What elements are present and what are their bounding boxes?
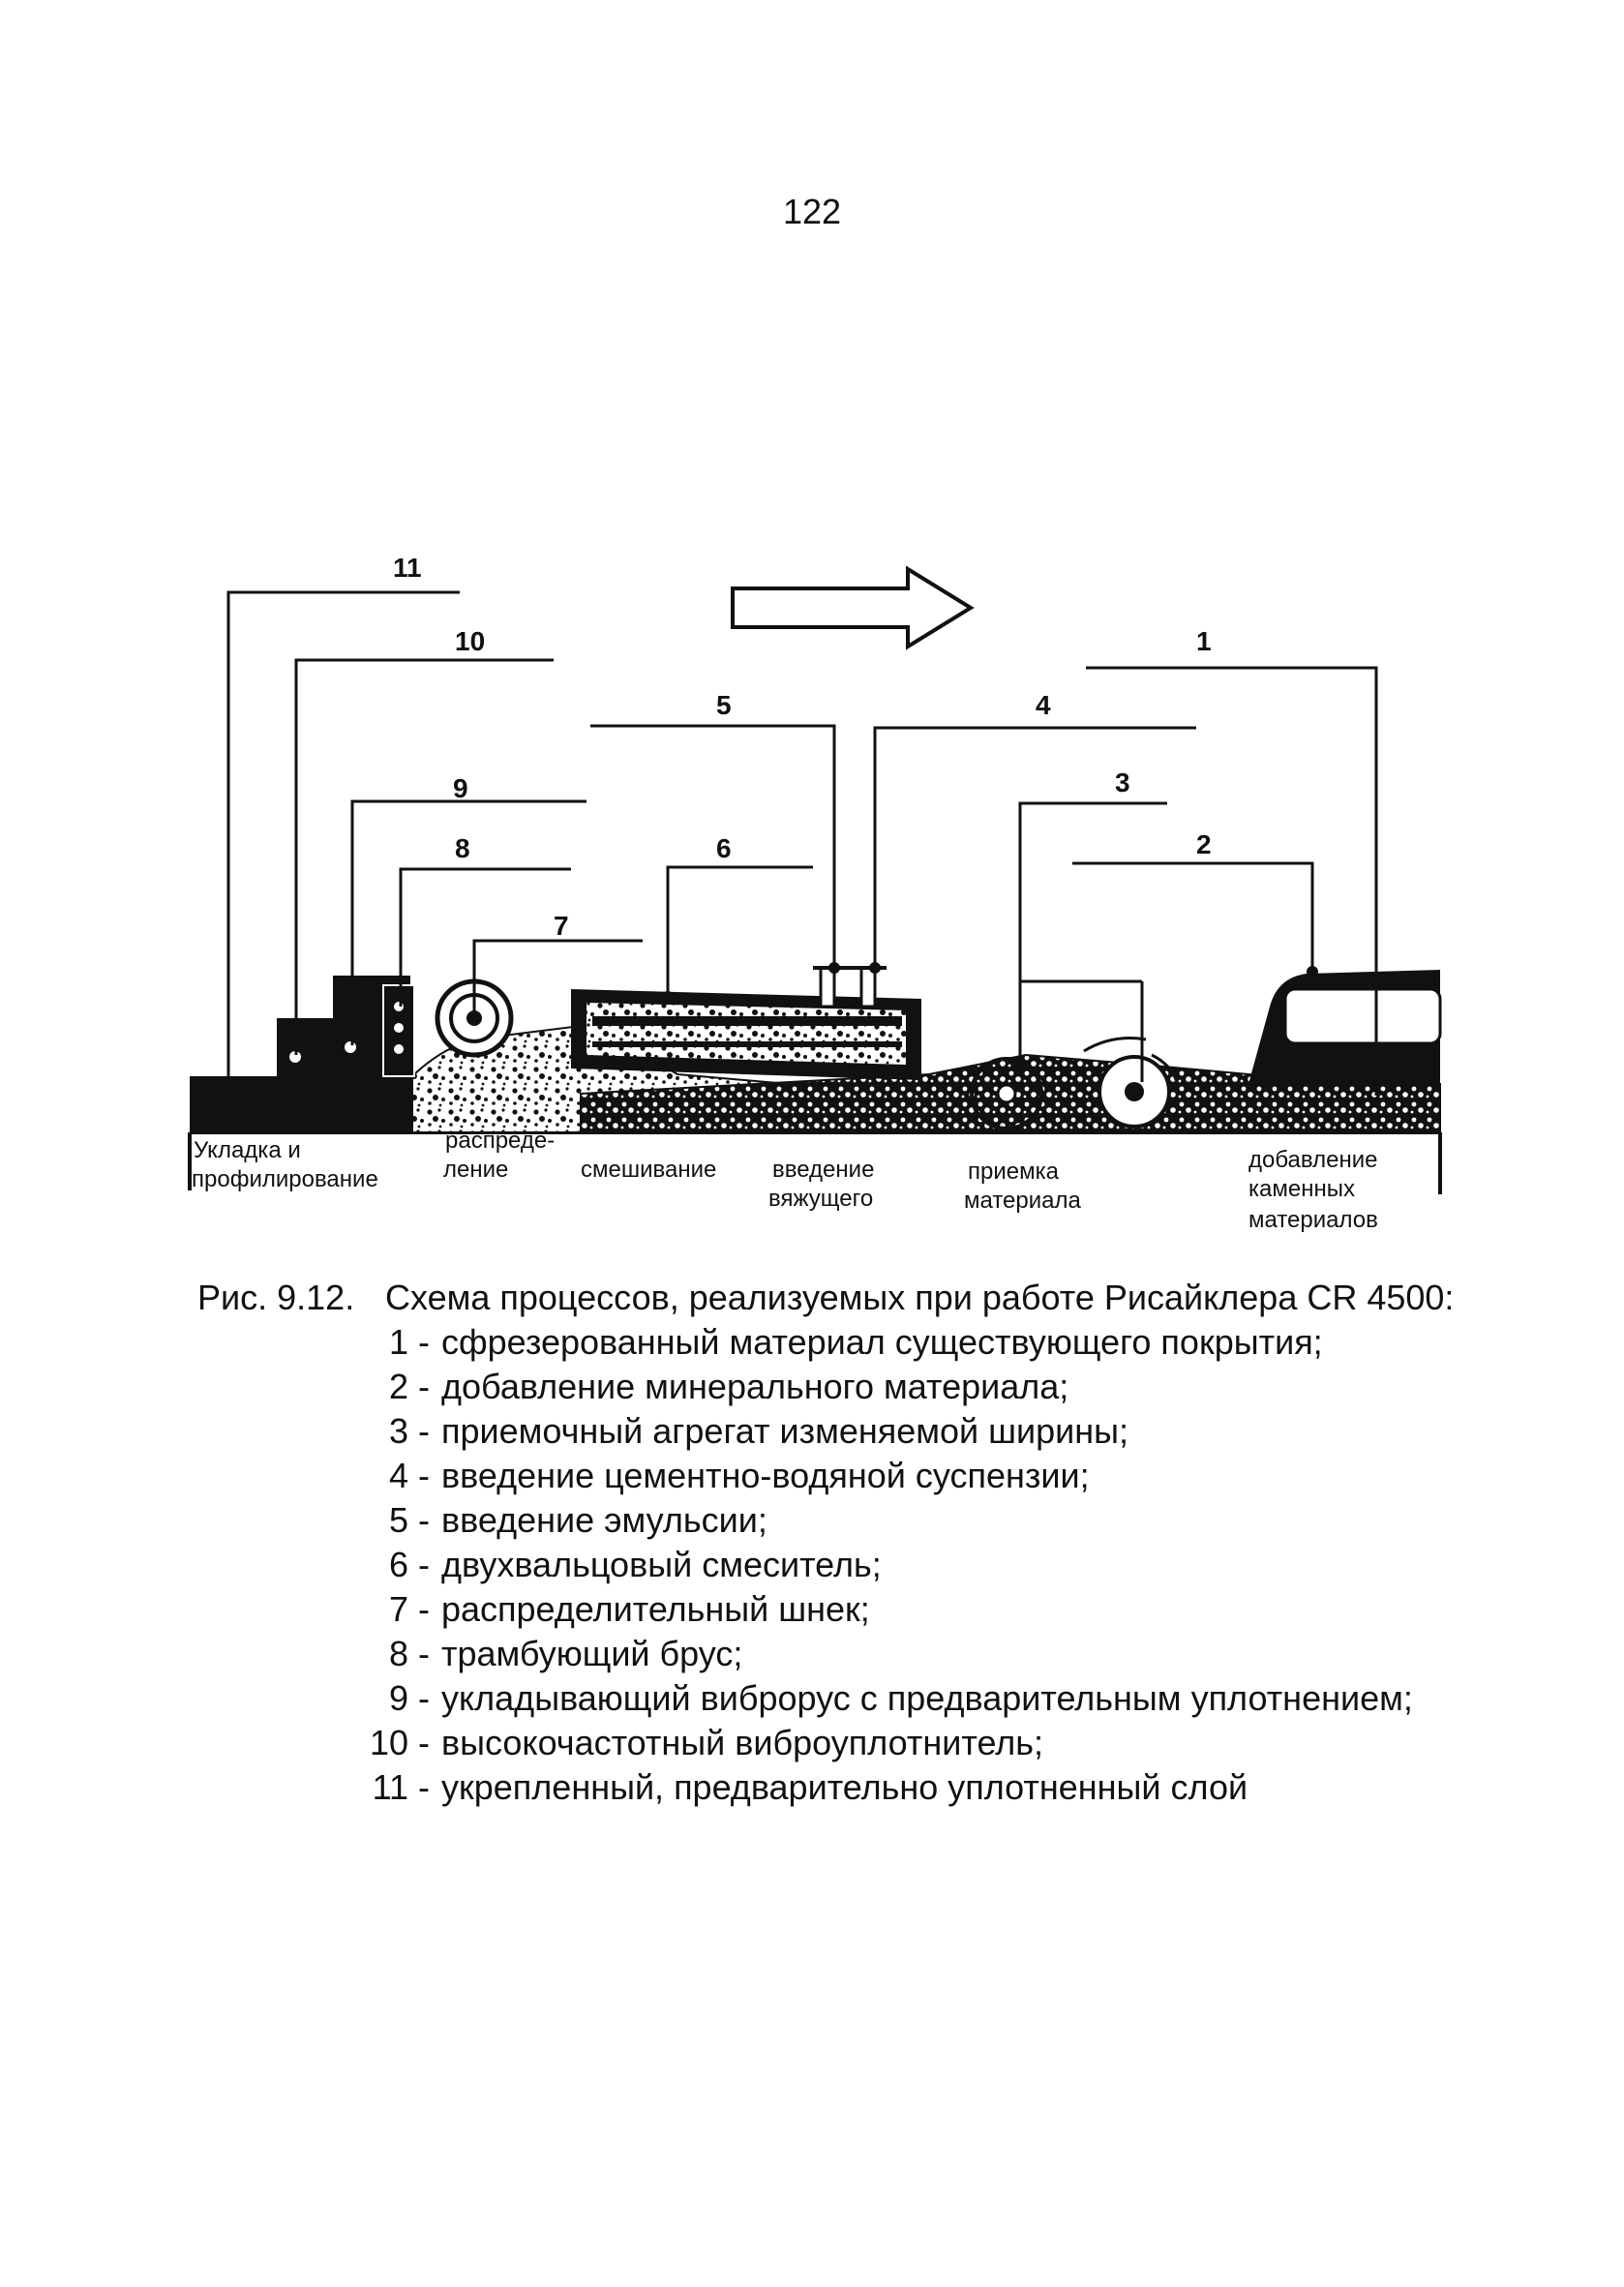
legend-item: 1 сфрезерованный материал существующего п…: [197, 1320, 1475, 1365]
caption-title-text: Схема процессов, реализуемых при работе …: [385, 1278, 1455, 1317]
legend-text: укладывающий виброрус с предварительным …: [441, 1678, 1413, 1718]
stage-laying-line2: профилирование: [192, 1166, 378, 1192]
legend-num: 9: [352, 1676, 430, 1721]
legend-num: 6: [352, 1543, 430, 1587]
stage-binder-line2: вяжущего: [768, 1186, 873, 1212]
callout-6: 6: [716, 833, 732, 863]
legend-item: 3 приемочный агрегат изменяемой ширины;: [197, 1409, 1475, 1454]
screed-unit: [277, 976, 415, 1077]
callout-5: 5: [716, 690, 732, 720]
legend-num: 3: [352, 1409, 430, 1454]
legend-num: 5: [352, 1498, 430, 1543]
legend-text: введение цементно-водяной суспензии;: [441, 1456, 1090, 1495]
legend-list: 1 сфрезерованный материал существующего п…: [197, 1320, 1475, 1810]
legend-item: 5 введение эмульсии;: [197, 1498, 1475, 1543]
legend-num: 4: [352, 1454, 430, 1498]
legend-text: трамбующий брус;: [441, 1634, 743, 1673]
legend-item: 7 распределительный шнек;: [197, 1587, 1475, 1632]
legend-item: 11 укрепленный, предварительно уплотненны…: [197, 1765, 1475, 1810]
legend-text: распределительный шнек;: [441, 1589, 870, 1629]
stage-laying-line1: Укладка и: [194, 1137, 301, 1163]
legend-num: 2: [352, 1365, 430, 1409]
legend-text: введение эмульсии;: [441, 1500, 767, 1540]
leader-dots: [662, 962, 1318, 1070]
callout-10: 10: [455, 626, 485, 656]
figure-caption: Рис. 9.12. Схема процессов, реализуемых …: [197, 1276, 1475, 1810]
callout-4: 4: [1036, 690, 1051, 720]
stage-stone-line2: каменных: [1248, 1176, 1355, 1202]
legend-item: 10 высокочастотный виброуплотнитель;: [197, 1721, 1475, 1765]
legend-item: 2 добавление минерального материала;: [197, 1365, 1475, 1409]
legend-item: 9 укладывающий виброрус с предварительным…: [197, 1676, 1475, 1721]
callout-7: 7: [554, 911, 569, 941]
legend-text: укрепленный, предварительно уплотненный …: [441, 1767, 1248, 1807]
callout-8: 8: [455, 833, 470, 863]
stage-intake-line2: материала: [964, 1188, 1081, 1214]
legend-item: 6 двухвальцовый смеситель;: [197, 1543, 1475, 1587]
recycler-process-diagram: 11 10 9 8 7 6 5 4 3 2 1 Укладка и профил…: [188, 553, 1442, 1233]
stage-mixing: смешивание: [581, 1157, 716, 1183]
stage-binder-line1: введение: [772, 1157, 874, 1183]
figure-number: Рис. 9.12.: [197, 1278, 355, 1317]
legend-num: 1: [352, 1320, 430, 1365]
stage-distribution-line2: ление: [443, 1157, 508, 1183]
legend-num: 8: [352, 1632, 430, 1676]
callout-2: 2: [1196, 829, 1212, 859]
legend-num: 7: [352, 1587, 430, 1632]
legend-text: добавление минерального материала;: [441, 1367, 1069, 1406]
legend-num: 10: [352, 1721, 430, 1765]
legend-text: сфрезерованный материал существующего по…: [441, 1322, 1323, 1362]
mixer-unit: [571, 989, 921, 1080]
compacted-layer: [190, 1076, 412, 1132]
legend-num: 11: [352, 1765, 430, 1810]
stage-stone-line3: материалов: [1248, 1207, 1378, 1233]
legend-item: 4 введение цементно-водяной суспензии;: [197, 1454, 1475, 1498]
callout-1: 1: [1196, 626, 1212, 656]
stage-intake-line1: приемка: [968, 1159, 1060, 1185]
legend-text: двухвальцовый смеситель;: [441, 1545, 882, 1584]
stage-stone-line1: добавление: [1248, 1147, 1377, 1173]
callout-9: 9: [453, 773, 468, 803]
leader-lines: [226, 590, 1378, 1096]
caption-title: Рис. 9.12. Схема процессов, реализуемых …: [197, 1276, 1475, 1320]
page-number: 122: [782, 192, 842, 231]
feed-truck: [1248, 970, 1442, 1084]
legend-item: 8 трамбующий брус;: [197, 1632, 1475, 1676]
stage-distribution-line1: распреде-: [445, 1128, 555, 1154]
callout-3: 3: [1115, 767, 1130, 797]
legend-text: приемочный агрегат изменяемой ширины;: [441, 1411, 1129, 1451]
callout-11: 11: [393, 553, 422, 583]
direction-arrow-icon: [731, 565, 975, 650]
legend-text: высокочастотный виброуплотнитель;: [441, 1723, 1044, 1762]
intake-rotor-icon: [970, 1037, 1179, 1130]
